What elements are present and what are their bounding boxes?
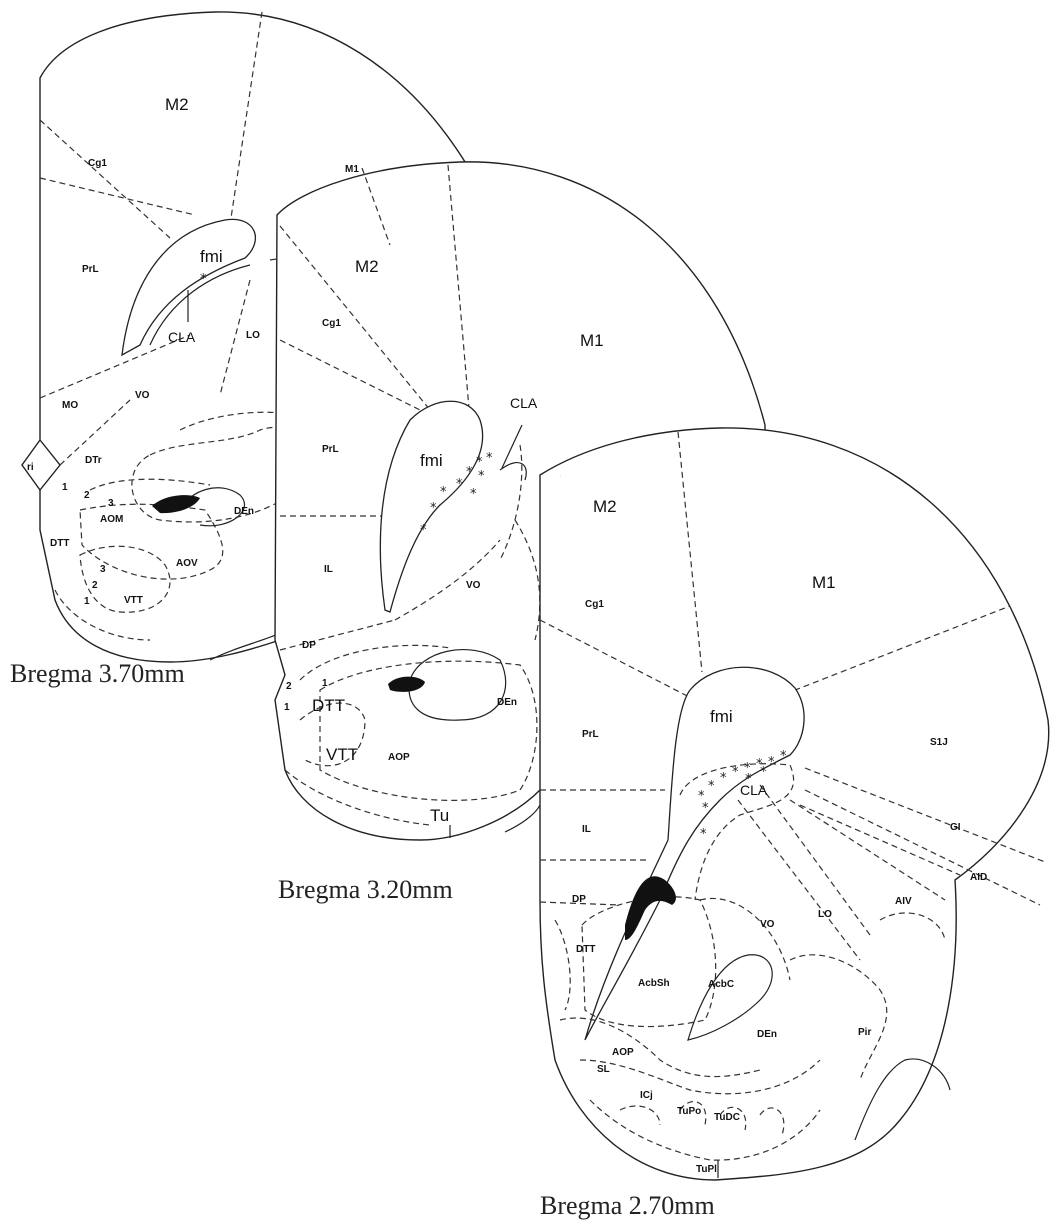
s3-label-GI: GI [950,822,961,833]
s1-label-CLA: CLA [168,329,196,345]
s1-label-3: 3 [108,498,114,509]
s1-label-LO: LO [246,330,260,341]
svg-text:*: * [702,801,709,816]
s3-label-Pir: Pir [858,1027,871,1038]
svg-text:*: * [780,749,787,764]
section-bregma-2-70: ** ** ** ** ** ** M2 M1 Cg1 S1J fmi PrL … [540,428,1049,1220]
s3-label-TuDC: TuDC [714,1112,740,1123]
s3-label-TuPo: TuPo [677,1106,701,1117]
svg-text:*: * [478,469,485,484]
s2-label-Tu: Tu [430,806,449,825]
svg-text:*: * [470,487,477,502]
s3-label-M1: M1 [812,573,836,592]
svg-text:*: * [700,827,707,842]
s3-label-VO: VO [760,919,775,930]
s2-label-PrL: PrL [322,444,339,455]
svg-text:*: * [486,451,493,466]
s3-label-S1J: S1J [930,737,948,748]
s2-label-VTT: VTT [326,745,358,764]
s1-label-PrL: PrL [82,264,99,275]
s1-label-2b: 2 [92,580,98,591]
s1-label-1b: 1 [84,596,90,607]
svg-text:*: * [708,779,715,794]
s2-label-M2: M2 [355,257,379,276]
s1-label-DTT: DTT [50,538,69,549]
s2-label-IL: IL [324,564,333,575]
s3-label-TuPl: TuPl [696,1164,717,1175]
s2-label-CLA: CLA [510,395,538,411]
svg-text:*: * [732,765,739,780]
svg-text:*: * [456,477,463,492]
s2-label-1: 1 [322,678,328,689]
section3-outline [540,428,1049,1180]
s2-label-1b: 1 [284,702,290,713]
s3-label-DEn: DEn [757,1029,777,1040]
s1-label-ri: ri [27,462,34,473]
s2-label-DTT: DTT [312,696,345,715]
s3-label-AIV: AIV [895,896,912,907]
s2-label-M1: M1 [580,331,604,350]
s1-asterisk: * [200,272,207,287]
s1-label-fmi: fmi [200,247,223,266]
s2-label-VO: VO [466,580,481,591]
s1-label-DTr: DTr [85,455,102,466]
svg-text:*: * [476,455,483,470]
s1-label-AOV: AOV [176,558,198,569]
s3-label-AcbC: AcbC [708,979,734,990]
s1-label-3b: 3 [100,564,106,575]
s3-label-DP: DP [572,894,586,905]
s3-label-IL: IL [582,824,591,835]
s3-label-AID: AID [970,872,987,883]
s3-label-DTT: DTT [576,944,595,955]
s1-label-M2: M2 [165,95,189,114]
svg-text:*: * [720,771,727,786]
s3-label-Cg1: Cg1 [585,599,604,610]
s1-label-AOM: AOM [100,514,123,525]
s2-label-fmi: fmi [420,451,443,470]
s1-label-M1: M1 [345,164,359,175]
s3-label-M2: M2 [593,497,617,516]
s1-label-2: 2 [84,490,90,501]
s3-label-fmi: fmi [710,707,733,726]
s2-label-Cg1: Cg1 [322,318,341,329]
s2-label-DP: DP [302,640,316,651]
s3-label-PrL: PrL [582,729,599,740]
s3-label-AcbSh: AcbSh [638,978,670,989]
s3-label-SL: SL [597,1064,610,1075]
caption-bregma-3-20: Bregma 3.20mm [278,875,453,904]
svg-text:*: * [760,765,767,780]
svg-text:*: * [420,523,427,538]
s1-label-VO: VO [135,390,150,401]
caption-bregma-3-70: Bregma 3.70mm [10,659,185,688]
caption-bregma-2-70: Bregma 2.70mm [540,1191,715,1220]
s1-label-MO: MO [62,400,78,411]
svg-text:*: * [440,485,447,500]
s1-label-Cg1: Cg1 [88,158,107,169]
s3-label-CLA: CLA [740,782,768,798]
s1-label-1: 1 [62,482,68,493]
s3-label-LO: LO [818,909,832,920]
s1-label-VTT: VTT [124,595,143,606]
s2-label-DEn: DEn [497,697,517,708]
s1-label-DEn: DEn [234,506,254,517]
svg-text:*: * [466,465,473,480]
svg-text:*: * [430,501,437,516]
s3-label-AOP: AOP [612,1047,634,1058]
s3-label-ICj: ICj [640,1090,653,1101]
svg-text:*: * [768,755,775,770]
s2-label-2: 2 [286,681,292,692]
s2-label-AOP: AOP [388,752,410,763]
